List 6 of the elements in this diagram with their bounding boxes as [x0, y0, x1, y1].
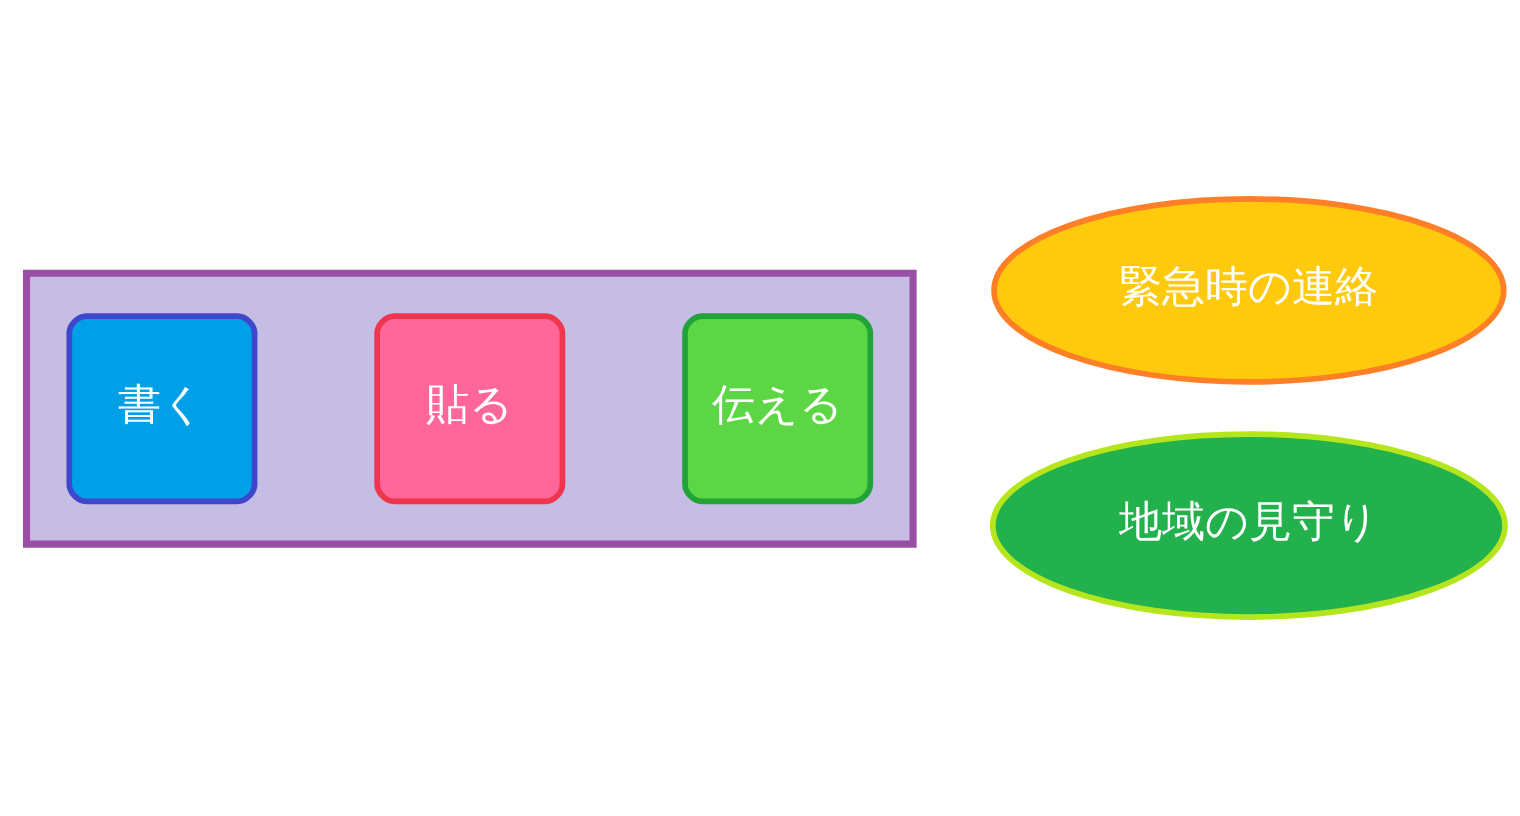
- cluster: [22, 269, 917, 548]
- node-ellipse: 緊急時の連絡: [991, 196, 1507, 385]
- node-box: 貼る: [374, 313, 566, 505]
- node-box: 伝える: [682, 313, 874, 505]
- node-box: 書く: [66, 313, 258, 505]
- node-ellipse: 地域の見守り: [989, 431, 1508, 620]
